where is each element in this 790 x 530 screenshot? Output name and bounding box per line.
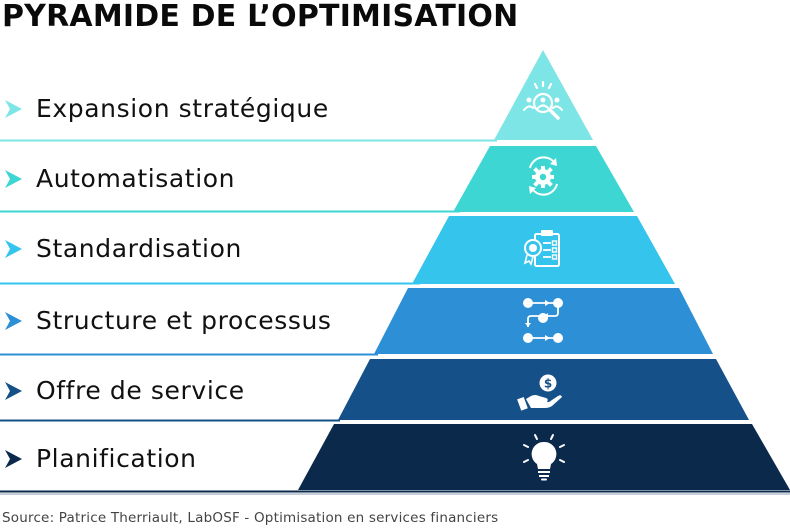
- process-flow-icon: [523, 298, 563, 343]
- hand-dollar-icon: $: [517, 374, 562, 411]
- tier-label-expansion: Expansion stratégique: [36, 94, 329, 123]
- checklist-badge-icon: [523, 230, 560, 267]
- svg-text:$: $: [544, 377, 552, 391]
- tier-label-automatisation: Automatisation: [36, 164, 236, 193]
- chevron-right-icon: [5, 312, 22, 330]
- diagram-title: PYRAMIDE DE L’OPTIMISATION: [2, 0, 519, 34]
- source-caption: Source: Patrice Therriault, LabOSF - Opt…: [2, 510, 499, 526]
- tier-label-offre: Offre de service: [36, 376, 245, 405]
- chevron-right-icon: [5, 170, 22, 188]
- chevron-right-icon: [5, 382, 22, 400]
- chevron-right-icon: [5, 240, 22, 258]
- gear-cycle-icon: [529, 156, 558, 196]
- tier-label-planification: Planification: [36, 444, 197, 473]
- search-people-icon: [523, 80, 563, 120]
- tier-label-standardisation: Standardisation: [36, 234, 242, 263]
- tier-label-structure: Structure et processus: [36, 306, 332, 335]
- lightbulb-icon: [523, 434, 565, 481]
- chevron-right-icon: [5, 450, 22, 468]
- chevron-right-icon: [5, 100, 22, 118]
